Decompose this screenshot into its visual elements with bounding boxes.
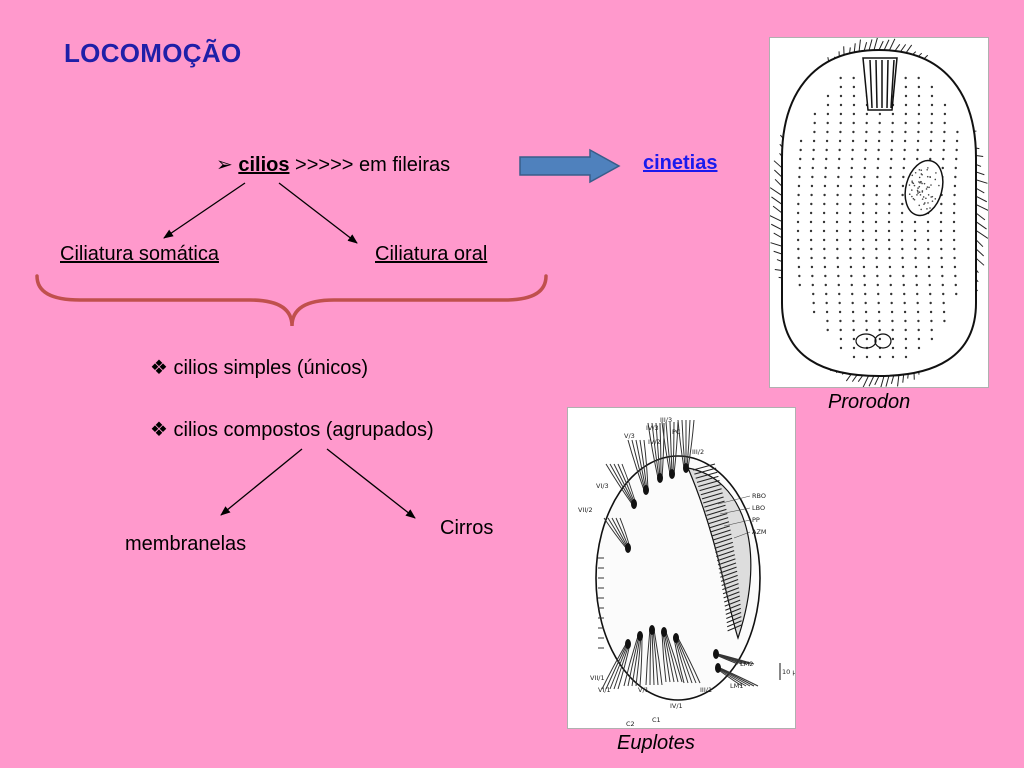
- diamond-bullet-icon: ❖: [150, 357, 168, 379]
- arrow-to-cirros: [327, 449, 415, 518]
- label-iv2: IV/2: [648, 438, 661, 446]
- label-c1: C1: [652, 716, 661, 724]
- arrow-to-oral: [279, 183, 357, 243]
- prorodon-illustration: [770, 38, 988, 387]
- type-label: cilios compostos (agrupados): [174, 419, 434, 441]
- curly-brace: [37, 276, 546, 326]
- label-lm1: LM1: [730, 682, 743, 690]
- arrow-to-membranelas: [221, 449, 302, 515]
- sub-branch-cirros: Cirros: [440, 517, 493, 540]
- label-vi3: VI/3: [596, 482, 609, 490]
- branch-ciliatura-oral: Ciliatura oral: [375, 243, 487, 266]
- label-v3: V/3: [624, 432, 635, 440]
- label-azm: AZM: [752, 528, 767, 536]
- type-simple-cilia: ❖ cilios simples (únicos): [150, 355, 368, 380]
- label-rbo: RBO: [752, 492, 766, 500]
- root-concept: ➢ cilios >>>>> em fileiras: [216, 152, 450, 177]
- right-block-arrow-icon: [518, 148, 622, 184]
- arrow-to-somatic: [164, 183, 245, 238]
- link-cinetias[interactable]: cinetias: [643, 152, 717, 175]
- euplotes-illustration: III/3 PC IV/3 V/3 IV/2 III/2 VI/3 RBO LB…: [568, 408, 795, 728]
- label-iv3: IV/3: [646, 424, 659, 432]
- label-lm2: LM2: [740, 660, 753, 668]
- branch-ciliatura-somatica: Ciliatura somática: [60, 243, 219, 266]
- page-title: LOCOMOÇÃO: [64, 38, 241, 69]
- type-label: cilios simples (únicos): [174, 357, 369, 379]
- label-lbo: LBO: [752, 504, 765, 512]
- prorodon-caption: Prorodon: [828, 391, 910, 414]
- root-description: >>>>> em fileiras: [289, 154, 450, 176]
- prorodon-figure: [769, 37, 989, 388]
- euplotes-caption: Euplotes: [617, 732, 695, 755]
- label-pp: PP: [752, 516, 760, 524]
- label-vii1: VII/1: [590, 674, 605, 682]
- diamond-bullet-icon: ❖: [150, 419, 168, 441]
- label-vi1: VI/1: [598, 686, 611, 694]
- label-pc: PC: [672, 428, 681, 436]
- label-vii2: VII/2: [578, 506, 593, 514]
- label-iii1: III/1: [700, 686, 712, 694]
- arrow-bullet-icon: ➢: [216, 154, 233, 176]
- label-iii3: III/3: [660, 416, 672, 424]
- type-compound-cilia: ❖ cilios compostos (agrupados): [150, 417, 434, 442]
- label-iv1: IV/1: [670, 702, 683, 710]
- label-scale: 10 µ: [782, 668, 795, 676]
- sub-branch-membranelas: membranelas: [125, 533, 246, 556]
- euplotes-figure: III/3 PC IV/3 V/3 IV/2 III/2 VI/3 RBO LB…: [567, 407, 796, 729]
- label-iii2: III/2: [692, 448, 704, 456]
- label-c2: C2: [626, 720, 635, 728]
- label-v1: V/1: [638, 686, 649, 694]
- keyword-cilios: cilios: [238, 154, 289, 176]
